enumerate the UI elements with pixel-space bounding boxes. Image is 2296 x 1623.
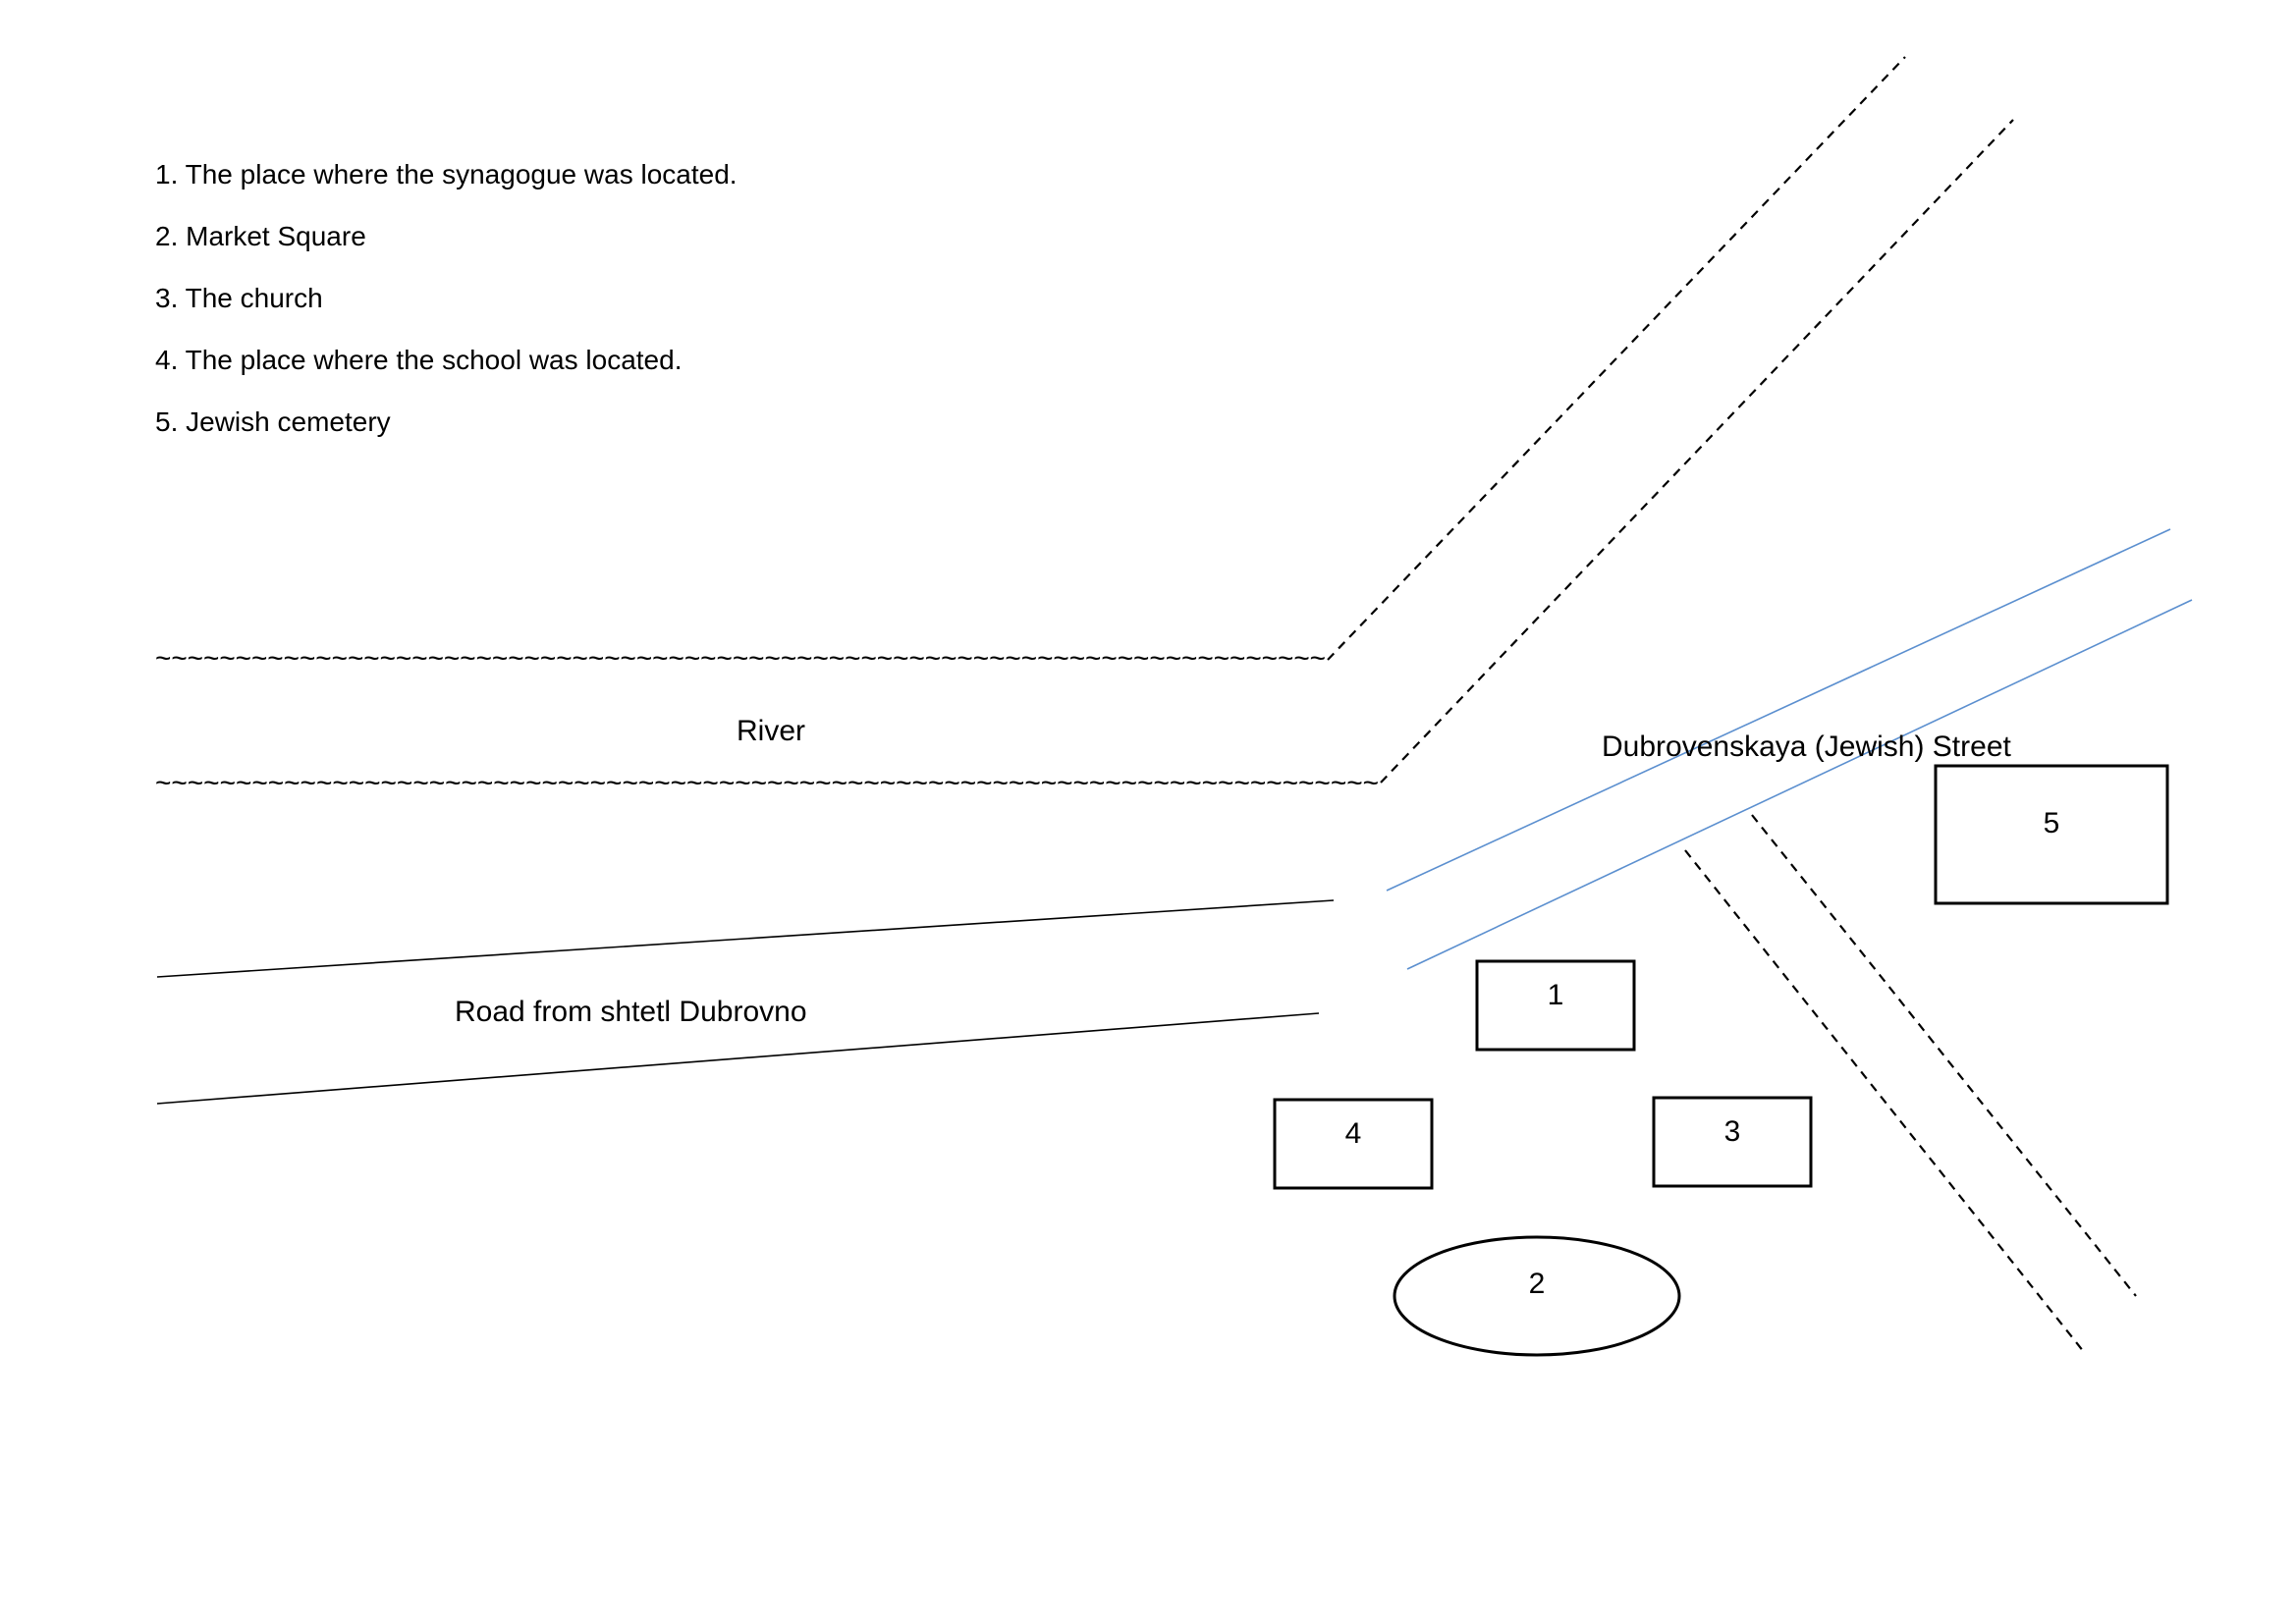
marker-cemetery: 5 (1934, 764, 2169, 905)
river-bank-bottom: ~~~~~~~~~~~~~~~~~~~~~~~~~~~~~~~~~~~~~~~~… (155, 767, 1379, 799)
street-label: Dubrovenskaya (Jewish) Street (1602, 730, 2012, 763)
side-lane-edge-left (1684, 849, 2085, 1353)
synagogue-number: 1 (1548, 979, 1564, 1011)
road: Road from shtetl Dubrovno (156, 899, 1335, 1105)
road-edge-top (156, 899, 1335, 978)
legend-item-synagogue: 1. The place where the synagogue was loc… (155, 159, 738, 189)
river: ~~~~~~~~~~~~~~~~~~~~~~~~~~~~~~~~~~~~~~~~… (155, 56, 2014, 799)
side-lane (1684, 814, 2137, 1353)
legend: 1. The place where the synagogue was loc… (155, 159, 738, 437)
street-edge-bottom (1406, 599, 2193, 970)
cemetery-box (1934, 764, 2169, 905)
legend-item-school: 4. The place where the school was locate… (155, 345, 682, 375)
school-box (1273, 1098, 1434, 1190)
marker-church: 3 (1652, 1096, 1813, 1188)
market-square-oval (1393, 1235, 1681, 1357)
river-bank-top: ~~~~~~~~~~~~~~~~~~~~~~~~~~~~~~~~~~~~~~~~… (155, 642, 1326, 675)
street-edge-top (1386, 528, 2171, 892)
church-box (1652, 1096, 1813, 1188)
synagogue-box (1475, 959, 1636, 1052)
legend-item-church: 3. The church (155, 283, 323, 313)
river-label: River (737, 715, 805, 747)
market-square-number: 2 (1529, 1268, 1546, 1300)
marker-market-square: 2 (1393, 1235, 1681, 1357)
river-bank-bottom-diagonal (1380, 119, 2014, 784)
marker-synagogue: 1 (1475, 959, 1636, 1052)
cemetery-number: 5 (2044, 807, 2060, 839)
street: Dubrovenskaya (Jewish) Street (1386, 528, 2193, 970)
road-label: Road from shtetl Dubrovno (455, 996, 807, 1028)
marker-school: 4 (1273, 1098, 1434, 1190)
school-number: 4 (1345, 1117, 1362, 1150)
road-edge-bottom (156, 1012, 1320, 1105)
legend-item-market-square: 2. Market Square (155, 221, 366, 251)
side-lane-edge-right (1751, 814, 2137, 1297)
river-bank-top-diagonal (1327, 56, 1906, 661)
legend-item-cemetery: 5. Jewish cemetery (155, 406, 391, 437)
church-number: 3 (1724, 1115, 1741, 1148)
